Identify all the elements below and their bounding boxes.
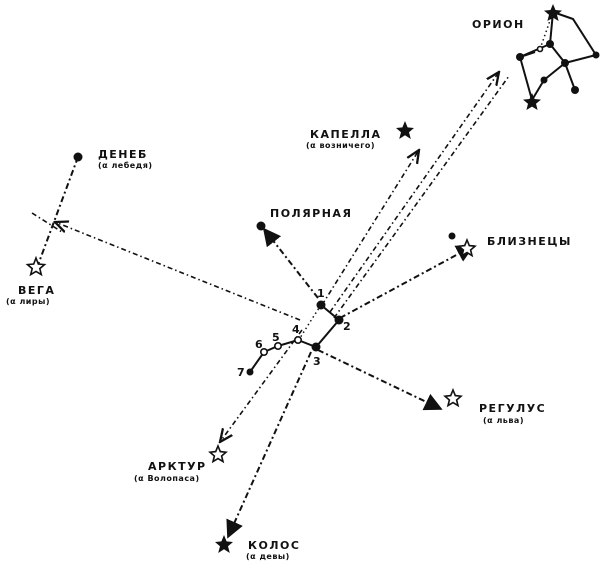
dipper-star-6 — [259, 347, 268, 356]
number-7: 7 — [237, 366, 245, 379]
number-2: 2 — [343, 320, 351, 333]
polaris-star — [256, 221, 266, 231]
line-to-spica — [226, 351, 312, 539]
label-capella-sub: (α возничего) — [306, 141, 375, 150]
dipper-star-5 — [273, 341, 282, 350]
deneb-star — [73, 152, 83, 162]
label-vega-sub: (α лиры) — [6, 297, 50, 306]
label-polaris: ПОЛЯРНАЯ — [270, 207, 352, 220]
line-to-gemini — [339, 245, 475, 319]
orion-star-3 — [516, 53, 524, 61]
vega-star-icon — [25, 255, 47, 277]
label-vega: ВЕГА — [18, 284, 55, 297]
spica-star-icon — [215, 535, 233, 553]
label-deneb: ДЕНЕБ — [98, 148, 148, 161]
gemini-star-1 — [448, 232, 456, 240]
gemini-star-icon — [457, 237, 477, 258]
line-to-capella — [321, 150, 419, 306]
dipper-star-4 — [293, 335, 302, 344]
label-regulus-sub: (α льва) — [483, 416, 524, 425]
dipper-star-2 — [334, 315, 344, 325]
orion-star-4 — [540, 76, 548, 84]
line-to-orion-b — [333, 75, 510, 319]
orion-star-5 — [561, 59, 569, 67]
capella-star-icon — [396, 121, 414, 139]
dipper-star-1 — [316, 300, 326, 310]
orion-star-1 — [546, 40, 554, 48]
label-capella: КАПЕЛЛА — [310, 128, 382, 141]
line-to-deneb-vega — [55, 222, 301, 321]
number-5: 5 — [272, 331, 280, 344]
orion-star-2 — [536, 45, 544, 53]
label-deneb-sub: (α лебедя) — [98, 160, 153, 170]
line-to-orion-a — [329, 72, 499, 313]
line-to-regulus — [317, 349, 443, 411]
label-gemini: БЛИЗНЕЦЫ — [487, 235, 572, 248]
number-1: 1 — [317, 287, 325, 300]
line-vega-tick — [31, 212, 63, 233]
number-4: 4 — [292, 323, 300, 336]
orion-star-bottom — [523, 93, 541, 110]
number-3: 3 — [313, 355, 321, 368]
arcturus-star-icon — [208, 443, 228, 464]
label-arcturus-sub: (α Волопаса) — [134, 474, 200, 483]
orion-star-top — [544, 4, 562, 21]
label-arcturus: АРКТУР — [148, 460, 207, 473]
orion-star-7 — [592, 51, 600, 59]
line-to-arcturus — [220, 329, 303, 442]
number-6: 6 — [255, 338, 263, 351]
label-spica-sub: (α девы) — [246, 552, 290, 561]
regulus-star-icon — [443, 387, 463, 408]
orion-figure — [518, 11, 598, 103]
dipper-star-7 — [246, 368, 254, 376]
orion-star-6 — [571, 86, 579, 94]
label-spica: КОЛОС — [248, 539, 300, 552]
big-dipper-dotted — [299, 304, 322, 339]
label-regulus: РЕГУЛУС — [479, 402, 546, 415]
line-deneb-vega — [37, 156, 79, 266]
label-orion: ОРИОН — [472, 18, 525, 31]
line-to-polaris — [262, 227, 319, 299]
dipper-star-3 — [311, 342, 321, 352]
